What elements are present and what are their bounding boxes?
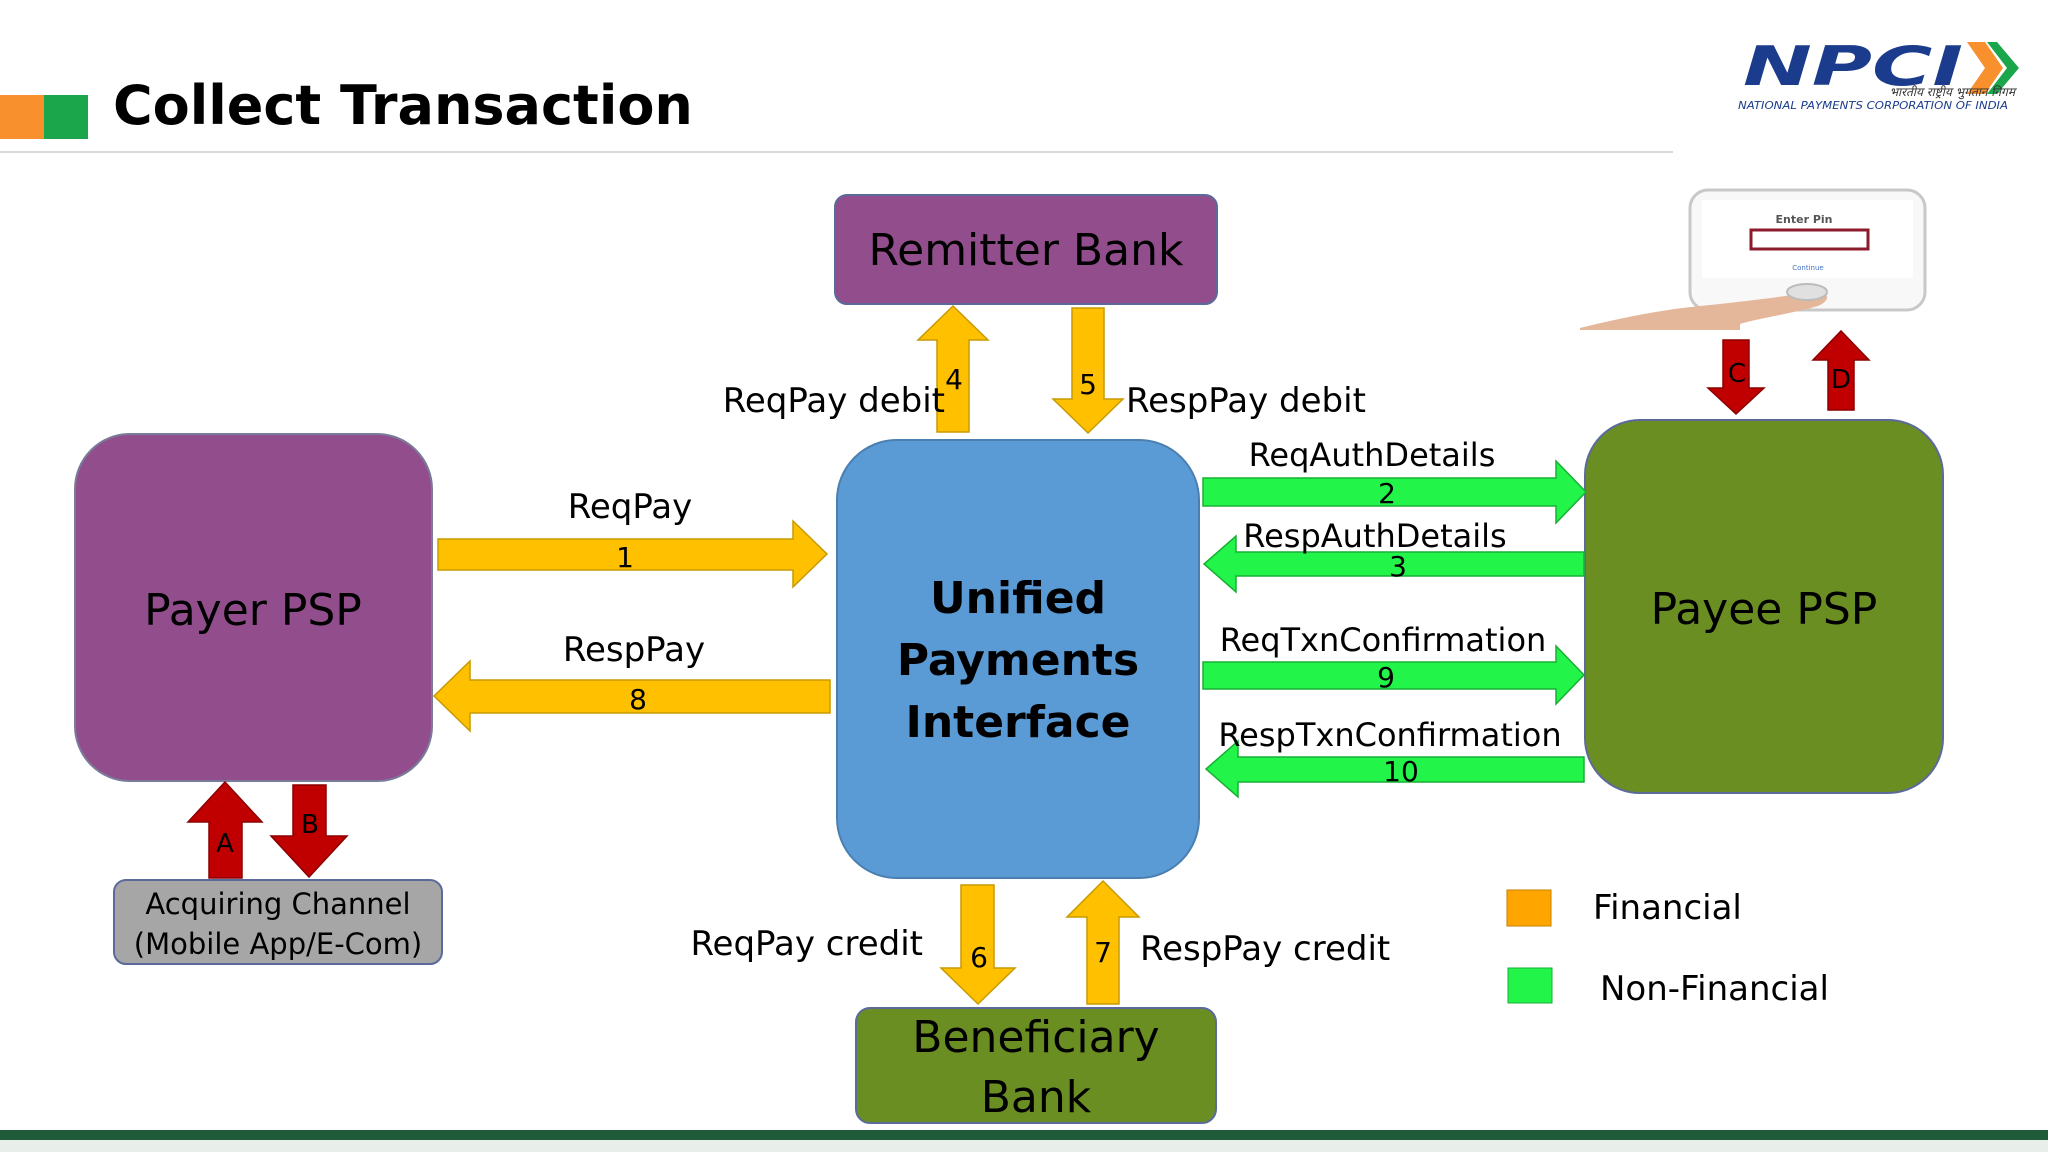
arrow-resp-txn-confirmation	[1204, 739, 1585, 799]
npci-wordmark: NPCI	[1743, 35, 1963, 98]
npci-logo: NPCI भारतीय राष्ट्रीय भुगतान निगम NATION…	[1738, 35, 2019, 112]
resppay-credit-label: RespPay credit	[1140, 929, 1390, 969]
accent-square-orange	[0, 95, 44, 139]
payer-psp-box	[74, 433, 433, 782]
phone-d-step: D	[1831, 365, 1851, 395]
reqpay-credit-step: 6	[970, 941, 988, 974]
remitter-bank-box	[834, 194, 1218, 305]
upi-label-line3: Interface	[905, 697, 1130, 748]
acquiring-channel-label-line1: Acquiring Channel	[145, 887, 410, 921]
payee-psp-box	[1584, 419, 1944, 794]
footer-bar	[0, 1130, 2048, 1140]
arrow-phone-c	[1706, 339, 1766, 416]
page-title: Collect Transaction	[113, 74, 693, 137]
reqpay-credit-label: ReqPay credit	[690, 924, 923, 964]
reqpay-debit-label: ReqPay debit	[723, 381, 945, 421]
req-txn-confirmation-label: ReqTxnConfirmation	[1220, 621, 1547, 659]
resppay-debit-label: RespPay debit	[1126, 381, 1366, 421]
arrow-resppay-credit	[1065, 879, 1141, 1005]
upi-label-line2: Payments	[897, 635, 1139, 686]
upi-label-line1: Unified	[930, 573, 1106, 624]
arrow-channel-b	[269, 784, 349, 879]
phone-continue-label: Continue	[1792, 264, 1823, 272]
legend: Financial Non-Financial	[1506, 888, 1829, 1009]
legend-non-financial-label: Non-Financial	[1600, 969, 1829, 1009]
req-txn-confirmation-step: 9	[1377, 661, 1395, 694]
legend-financial-label: Financial	[1593, 888, 1742, 928]
arrow-req-txn-confirmation	[1202, 644, 1586, 706]
acquiring-channel-label-line2: (Mobile App/E-Com)	[134, 927, 422, 961]
reqpay-step: 1	[616, 541, 634, 574]
npci-saffron-chevron	[1967, 42, 2003, 94]
beneficiary-bank-box	[855, 1007, 1217, 1124]
resp-auth-details-step: 3	[1389, 550, 1407, 583]
req-auth-details-label: ReqAuthDetails	[1249, 436, 1496, 474]
arrow-reqpay	[437, 519, 829, 589]
header-divider	[0, 151, 1673, 153]
acquiring-channel-box	[113, 879, 443, 965]
hand-finger	[1580, 291, 1828, 330]
arrow-reqpay-debit	[916, 304, 990, 433]
phone-pin-label: Enter Pin	[1776, 213, 1833, 226]
arrow-reqpay-credit	[939, 884, 1017, 1006]
footer-strip	[0, 1140, 2048, 1152]
legend-financial-swatch	[1506, 889, 1552, 927]
beneficiary-bank-label-line1: Beneficiary	[912, 1012, 1159, 1063]
arrow-resppay	[432, 659, 831, 733]
resp-txn-confirmation-label: RespTxnConfirmation	[1218, 716, 1561, 754]
phone-c-step: C	[1728, 359, 1746, 389]
accent-square-green	[44, 95, 88, 139]
resppay-debit-step: 5	[1079, 368, 1097, 401]
resppay-label: RespPay	[563, 630, 705, 670]
slide-header: Collect Transaction NPCI भारतीय राष्ट्री…	[0, 0, 2048, 160]
channel-a-step: A	[216, 829, 234, 859]
reqpay-label: ReqPay	[568, 487, 693, 527]
phone-pin-field	[1749, 228, 1870, 251]
resp-auth-details-label: RespAuthDetails	[1243, 517, 1506, 555]
payee-psp-label: Payee PSP	[1651, 584, 1878, 635]
arrow-req-auth-details	[1202, 459, 1588, 525]
phone-pin-entry-illustration: Enter Pin Continue	[1575, 188, 1930, 338]
npci-english-name: NATIONAL PAYMENTS CORPORATION OF INDIA	[1738, 100, 2008, 112]
home-button	[1786, 283, 1828, 301]
arrow-channel-a	[186, 780, 264, 879]
payer-psp-label: Payer PSP	[144, 585, 362, 636]
reqpay-debit-step: 4	[945, 363, 963, 396]
arrow-resppay-debit	[1051, 307, 1125, 435]
channel-b-step: B	[301, 810, 319, 840]
npci-green-chevron	[1987, 42, 2019, 94]
resppay-step: 8	[629, 683, 647, 716]
req-auth-details-step: 2	[1378, 477, 1396, 510]
resppay-credit-step: 7	[1094, 936, 1112, 969]
upi-box	[836, 439, 1200, 879]
remitter-bank-label: Remitter Bank	[869, 225, 1184, 276]
arrow-phone-d	[1811, 329, 1871, 411]
resp-txn-confirmation-step: 10	[1383, 755, 1419, 788]
phone-bottom-fade	[1575, 330, 1930, 338]
legend-non-financial-swatch	[1507, 967, 1553, 1004]
arrow-resp-auth-details	[1202, 534, 1585, 594]
npci-hindi-name: भारतीय राष्ट्रीय भुगतान निगम	[1890, 85, 2018, 100]
beneficiary-bank-label-line2: Bank	[981, 1072, 1092, 1123]
